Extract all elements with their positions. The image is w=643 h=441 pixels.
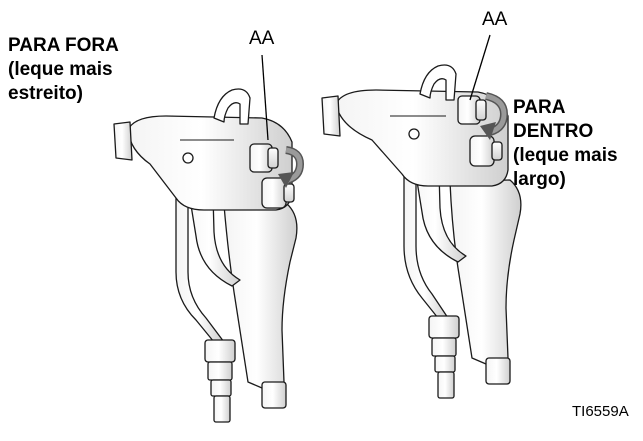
hose-fitting-left-lower — [211, 380, 231, 396]
nozzle-right — [470, 136, 494, 166]
label-para-fora-line3: estreito) — [8, 82, 119, 106]
hose-fitting-right-upper — [429, 316, 459, 338]
handle-right — [450, 180, 521, 364]
hose-fitting-left-mid — [208, 362, 232, 380]
label-para-dentro-line4: largo) — [513, 168, 618, 192]
label-para-fora-line2: (leque mais — [8, 58, 119, 82]
rear-cap-right — [322, 96, 340, 136]
label-para-dentro-line2: DENTRO — [513, 120, 618, 144]
callout-aa-left: AA — [249, 29, 274, 49]
callout-aa-right: AA — [482, 10, 507, 30]
fan-valve-knob-left — [268, 148, 278, 168]
label-para-fora-line1: PARA FORA — [8, 34, 119, 58]
nozzle-tip-right — [492, 142, 502, 160]
label-para-dentro-line1: PARA — [513, 96, 618, 120]
air-fitting-right — [486, 358, 510, 384]
hose-fitting-right-mid — [432, 338, 456, 356]
label-para-dentro-line3: (leque mais — [513, 144, 618, 168]
hose-fitting-right-tip — [438, 372, 454, 398]
label-para-fora: PARA FORA (leque mais estreito) — [8, 34, 119, 106]
hose-fitting-left-tip — [214, 396, 230, 422]
rear-cap-left — [114, 122, 132, 160]
hose-fitting-left-upper — [205, 340, 235, 362]
air-fitting-left — [262, 382, 286, 408]
spray-gun-right — [322, 65, 521, 398]
fan-valve-knob-right — [476, 100, 486, 120]
spray-gun-left — [114, 89, 297, 422]
nozzle-left — [262, 178, 286, 208]
figure-id: TI6559A — [572, 403, 629, 421]
hose-fitting-right-lower — [435, 356, 455, 372]
label-para-dentro: PARA DENTRO (leque mais largo) — [513, 96, 618, 192]
leader-line-right — [470, 35, 490, 100]
